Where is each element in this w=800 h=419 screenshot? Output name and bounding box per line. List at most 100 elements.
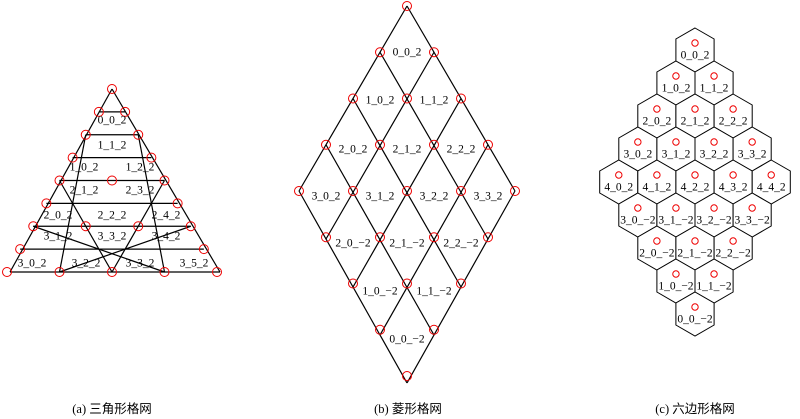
hex-center-vertex <box>710 270 718 278</box>
hexagon-cell-label: 2_1_2 <box>681 116 710 128</box>
grid-vertex <box>294 186 304 196</box>
grid-vertex <box>2 267 12 277</box>
rhombus-cell-label: 0_0_−2 <box>389 334 424 346</box>
hex-center-vertex <box>710 204 718 212</box>
hexagon-cell-label: 3_2_2 <box>700 149 729 161</box>
grid-vertex <box>107 175 117 186</box>
hex-center-vertex <box>729 237 737 245</box>
grid-vertex <box>456 93 466 104</box>
grid-vertex <box>402 186 412 196</box>
grid-vertex <box>80 129 91 140</box>
grid-edge <box>352 98 462 288</box>
hex-center-vertex <box>691 237 699 245</box>
hexagon-cell-label: 1_0_2 <box>662 83 691 95</box>
grid-vertex <box>198 244 209 255</box>
grid-vertex <box>429 47 439 58</box>
grid-vertex <box>483 232 493 243</box>
grid-vertex <box>159 267 170 277</box>
grid-vertex <box>321 139 331 150</box>
hex-center-vertex <box>748 138 756 146</box>
triangle-cell-label: 0_0_2 <box>98 115 127 127</box>
grid-vertex <box>54 175 65 186</box>
grid-edge <box>379 144 489 336</box>
triangle-cell-label: 2_1_2 <box>70 185 99 197</box>
hexagon-cell-label: 3_0_−2 <box>620 215 655 227</box>
grid-vertex <box>375 47 385 58</box>
rhombus-cell-label: 1_0_−2 <box>362 286 397 298</box>
caption-hexagon: (c) 六边形格网 <box>655 401 735 416</box>
grid-vertex <box>429 324 439 335</box>
rhombus-cell-label: 2_2_2 <box>447 144 476 156</box>
hexagon-cell-label: 4_0_2 <box>604 182 633 194</box>
grid-vertex <box>120 106 131 117</box>
rhombus-cell-label: 2_0_−2 <box>335 238 370 250</box>
hex-center-vertex <box>634 204 642 212</box>
rhombus-cell-label: 2_1_2 <box>393 144 422 156</box>
triangle-cell-label: 3_2_2 <box>72 258 101 270</box>
grid-edge <box>111 88 221 273</box>
grid-vertex <box>375 232 385 243</box>
rhombus-cell-label: 0_0_2 <box>393 47 422 59</box>
rhombus-cell-label: 3_2_2 <box>420 191 449 203</box>
grid-vertex <box>402 1 412 11</box>
triangle-cell-label: 1_0_2 <box>70 162 99 174</box>
grid-edge <box>298 190 408 384</box>
triangle-cell-label: 1_1_2 <box>98 140 127 152</box>
hex-center-vertex <box>691 303 699 311</box>
triangle-cell-label: 2_2_2 <box>98 210 127 222</box>
grid-vertex <box>321 232 331 243</box>
hexagon-cell-label: 4_1_2 <box>643 182 672 194</box>
hexagon-cell-label: 3_1_2 <box>662 149 691 161</box>
hexagon-cell-label: 4_4_2 <box>757 182 786 194</box>
hex-cell <box>675 291 715 337</box>
hexagon-cell-label: 3_2_−2 <box>696 215 731 227</box>
hexagon-cell-label: 4_3_2 <box>719 182 748 194</box>
hexagon-cell-label: 2_1_−2 <box>677 248 712 260</box>
triangle-cell-label: 2_0_2 <box>44 210 73 222</box>
grid-edge <box>325 144 435 336</box>
triangle-cell-label: 3_0_2 <box>18 258 47 270</box>
hexagon-cell-label: 3_0_2 <box>623 149 652 161</box>
hex-center-vertex <box>710 138 718 146</box>
hex-center-vertex <box>748 204 756 212</box>
rhombus-cell-label: 2_2_−2 <box>443 238 478 250</box>
triangle-cell-label: 3_3_2 <box>126 258 155 270</box>
rhombus-cell-label: 1_0_2 <box>366 95 395 107</box>
hex-center-vertex <box>653 105 661 113</box>
grid-vertex <box>93 106 104 117</box>
grid-vertex <box>133 221 144 232</box>
hex-center-vertex <box>691 105 699 113</box>
hexagon-cell-label: 2_2_2 <box>719 116 748 128</box>
grid-vertex <box>483 139 493 150</box>
grid-vertex <box>402 371 412 381</box>
hexagon-cell-label: 3_3_2 <box>738 149 767 161</box>
hexagon-cell-label: 3_3_−2 <box>735 215 770 227</box>
grid-vertex <box>456 278 466 289</box>
rhombus-cell-label: 1_1_2 <box>420 95 449 107</box>
triangle-cell-label: 1_2_2 <box>126 162 155 174</box>
grid-edge <box>406 190 516 384</box>
grid-vertex <box>54 267 65 277</box>
grid-vertex <box>80 221 91 232</box>
hex-center-vertex <box>729 171 737 179</box>
grid-vertex <box>107 84 117 94</box>
rhombus-cell-label: 3_3_2 <box>474 191 503 203</box>
grid-vertex <box>348 93 358 104</box>
caption-triangle: (a) 三角形格网 <box>72 401 152 416</box>
hexagon-cell-label: 1_1_−2 <box>696 281 731 293</box>
grid-vertex <box>402 278 412 289</box>
hexagon-cell-label: 2_0_−2 <box>639 248 674 260</box>
hexagon-cell-label: 0_0_2 <box>681 50 710 62</box>
rhombus-cell-label: 1_1_−2 <box>416 286 451 298</box>
grid-vertex <box>185 221 196 232</box>
grid-vertex <box>28 221 39 232</box>
caption-rhombus: (b) 菱形格网 <box>374 401 442 416</box>
hex-center-vertex <box>672 138 680 146</box>
hex-center-vertex <box>691 171 699 179</box>
hexagon-cell-label: 4_2_2 <box>681 182 710 194</box>
triangle-cell-label: 3_3_2 <box>98 231 127 243</box>
grid-vertex <box>402 93 412 104</box>
grid-vertex <box>146 152 157 163</box>
hexagon-cell-label: 1_0_−2 <box>658 281 693 293</box>
